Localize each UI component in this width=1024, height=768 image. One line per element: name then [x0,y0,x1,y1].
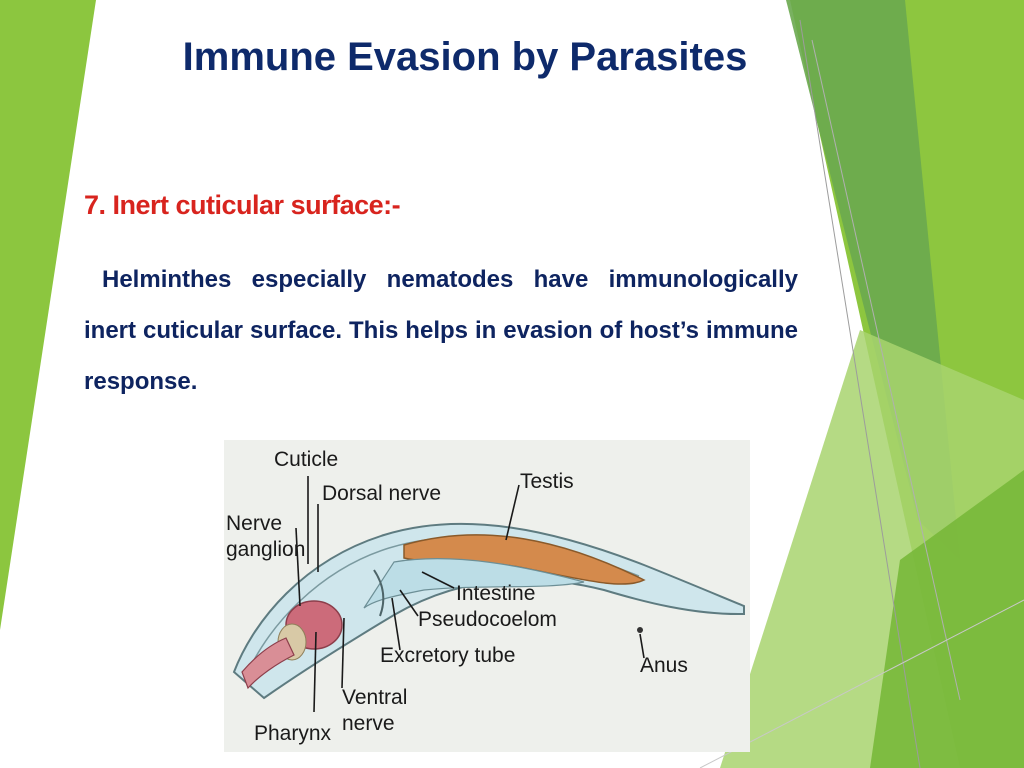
label-cuticle: Cuticle [274,448,338,471]
thin-line-2 [811,39,961,701]
slide-title: Immune Evasion by Parasites [182,35,748,79]
label-nerve: Nerve [226,512,282,535]
label-pharynx: Pharynx [254,722,332,745]
left-green-shape [0,0,96,630]
label-pseudocoelom: Pseudocoelom [418,608,557,631]
label-testis: Testis [520,470,574,493]
excretory-tube-shape [373,569,385,617]
intestine-shape [363,558,585,609]
section-heading: 7. Inert cuticular surface:- [84,190,401,220]
label-nerve-2: nerve [342,712,395,735]
label-intestine: Intestine [456,582,535,605]
leader-lines [295,476,645,713]
label-ganglion: ganglion [226,538,305,561]
anus-point [637,627,643,633]
label-dorsal-nerve: Dorsal nerve [322,482,441,505]
body-paragraph: Helminthes especially nematodes have imm… [84,266,798,395]
thin-line-3 [699,599,1024,768]
label-excretory-tube: Excretory tube [380,644,515,667]
thin-line-1 [799,19,921,768]
nematode-diagram: Cuticle Dorsal nerve Nerve ganglion Test… [224,440,750,752]
pharynx-tube [241,637,295,690]
label-ventral: Ventral [342,686,407,709]
label-anus: Anus [640,654,688,677]
